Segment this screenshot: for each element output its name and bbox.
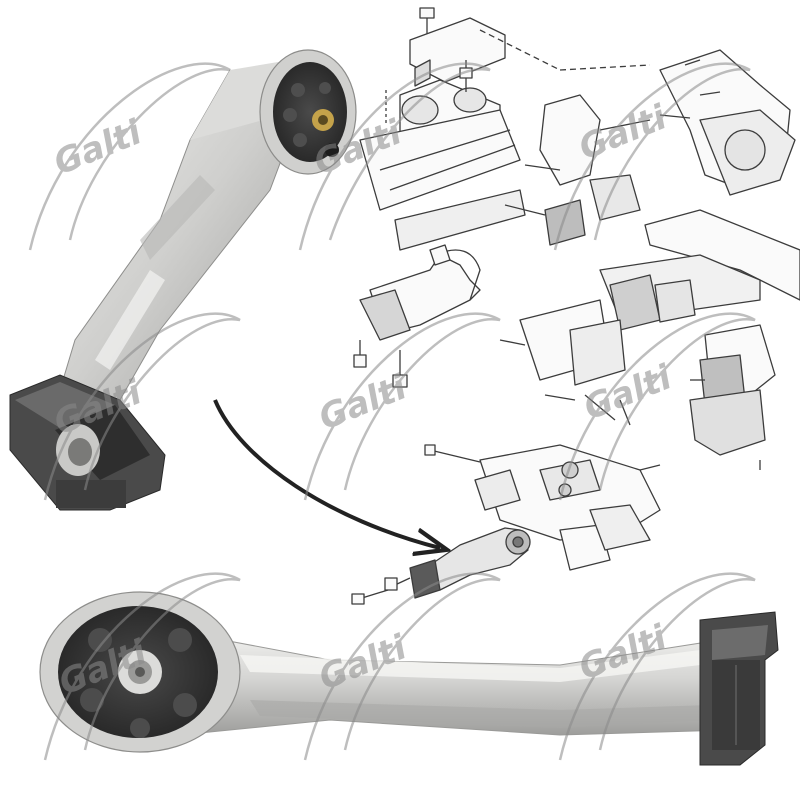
watermark-swoosh-group: [28, 62, 756, 761]
diagram-middle-right: [499, 209, 800, 470]
mount-photo-horizontal: [39, 591, 779, 766]
diagram-top-left-bracket: [359, 7, 561, 251]
diagram-u-bracket: [353, 244, 481, 388]
watermark-text: Galti: [313, 367, 413, 438]
exploded-diagram: [351, 7, 800, 605]
diagram-top-right-bracket: [504, 49, 796, 246]
diagram-torque-rod-highlight: [351, 527, 531, 605]
mount-photo-diagonal: [9, 49, 357, 511]
pointer-arrow: [213, 399, 440, 548]
